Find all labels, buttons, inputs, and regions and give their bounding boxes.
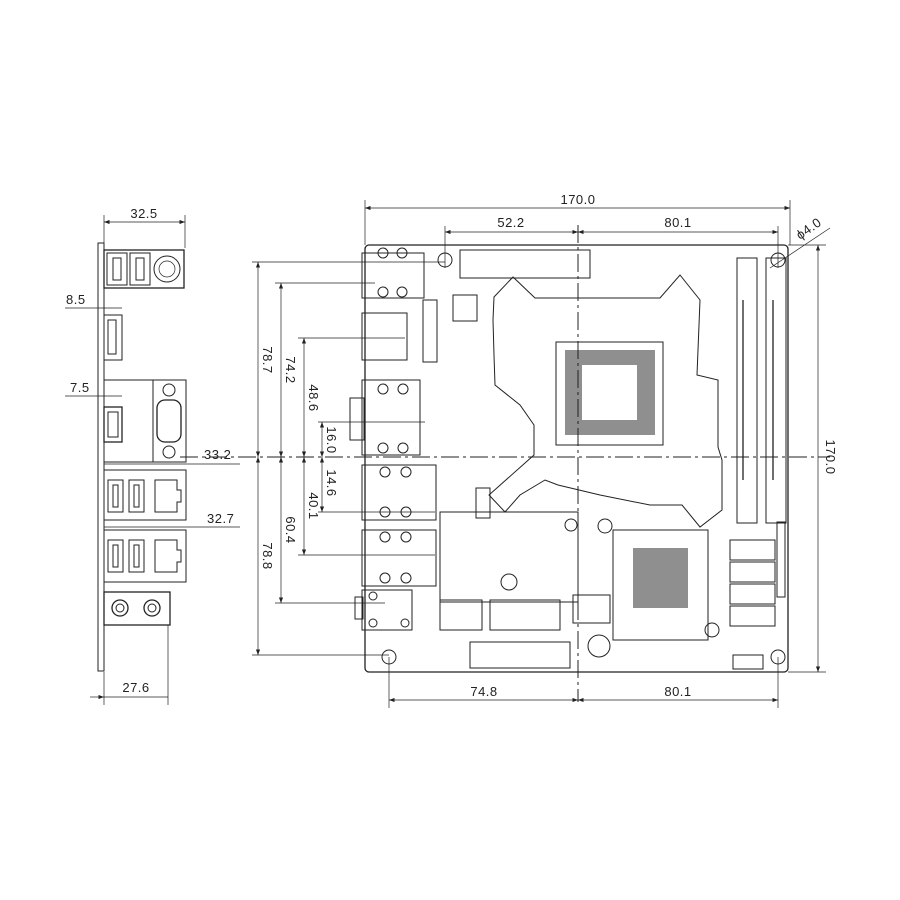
dim-left-up-4: 16.0 xyxy=(324,426,339,453)
dim-top-left-hole: 52.2 xyxy=(497,215,524,230)
displayport xyxy=(103,314,123,361)
hdmi-vga-footprint xyxy=(361,379,421,456)
board-top-view: 170.0 52.2 80.1 ϕ4.0 170.0 78.7 78.8 74.… xyxy=(180,192,838,708)
audio-jacks xyxy=(103,591,171,626)
dimm-slot-2 xyxy=(765,257,787,524)
dim-left-up-3: 48.6 xyxy=(306,384,321,411)
hdmi-vga-port xyxy=(103,379,187,463)
dim-hole-diameter: ϕ4.0 xyxy=(793,214,824,242)
dp-footprint xyxy=(361,312,408,361)
dim-left-down-3: 40.1 xyxy=(306,492,321,519)
audio-footprint xyxy=(361,589,413,631)
dim-left-up-1: 78.7 xyxy=(260,346,275,373)
dim-side-offset-a: 8.5 xyxy=(66,292,86,307)
usb-header xyxy=(439,599,483,631)
board-outline xyxy=(364,244,789,673)
mini-pcie-slot xyxy=(439,511,579,603)
dim-side-offset-b: 7.5 xyxy=(70,380,90,395)
cmos-battery xyxy=(587,634,611,658)
lpt-header xyxy=(469,641,571,669)
lan-footprint-1 xyxy=(361,464,437,521)
dim-side-audio: 27.6 xyxy=(122,680,149,695)
cpu-socket xyxy=(555,341,664,446)
usb-lan-port-1 xyxy=(103,469,187,521)
dim-bottom-left-hole: 74.8 xyxy=(470,684,497,699)
side-view: 32.5 8.5 7.5 33.2 32.7 27.6 xyxy=(65,206,240,705)
dim-side-vga: 33.2 xyxy=(204,447,231,462)
cpu-power-connector xyxy=(452,294,478,322)
dim-bottom-right-hole: 80.1 xyxy=(664,684,691,699)
sata-port xyxy=(729,539,776,561)
dim-left-down-2: 60.4 xyxy=(283,516,298,543)
lan-footprint-2 xyxy=(361,529,437,587)
dim-board-height: 170.0 xyxy=(823,439,838,474)
dim-left-down-4: 14.6 xyxy=(324,469,339,496)
dim-side-width-top: 32.5 xyxy=(130,206,157,221)
dim-board-width: 170.0 xyxy=(560,192,595,207)
dim-top-right-hole: 80.1 xyxy=(664,215,691,230)
front-panel-header xyxy=(422,299,438,363)
chipset xyxy=(612,529,709,641)
atx-power-connector xyxy=(459,249,591,279)
dimm-slot-1 xyxy=(736,257,758,524)
usb-ps2-footprint xyxy=(361,252,425,299)
dim-left-down-1: 78.8 xyxy=(260,542,275,569)
dim-side-lan: 32.7 xyxy=(207,511,234,526)
io-bracket xyxy=(97,242,105,672)
usb-ps2-port xyxy=(103,249,185,289)
usb-lan-port-2 xyxy=(103,529,187,583)
dim-left-up-2: 74.2 xyxy=(283,356,298,383)
heatsink-bracket xyxy=(488,274,723,528)
